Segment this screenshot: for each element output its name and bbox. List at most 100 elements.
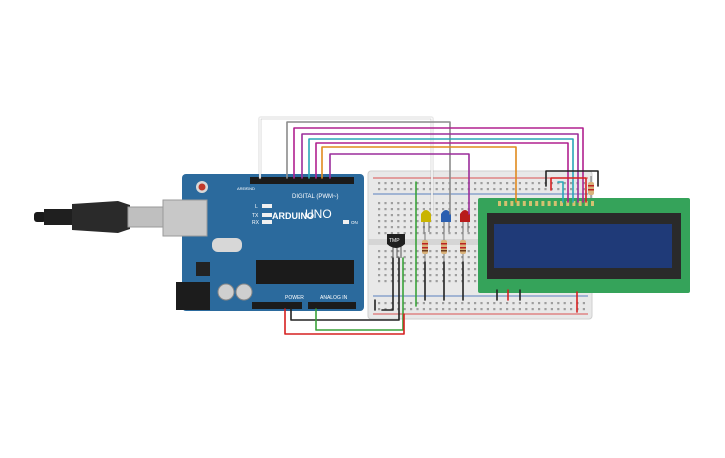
breadboard-hole [410, 188, 413, 191]
breadboard-hole [461, 182, 464, 185]
wires [259, 117, 599, 335]
breadboard-hole [397, 182, 400, 185]
breadboard-hole [442, 262, 445, 265]
breadboard-hole [454, 208, 457, 211]
breadboard-hole [422, 232, 425, 235]
breadboard-hole [384, 188, 387, 191]
breadboard-hole [435, 188, 438, 191]
breadboard-hole [422, 308, 425, 311]
breadboard-hole [403, 214, 406, 217]
sensor-label: TMP [389, 238, 400, 244]
breadboard-hole [467, 302, 470, 305]
breadboard-hole [474, 262, 477, 265]
breadboard-hole [557, 188, 560, 191]
breadboard-hole [403, 226, 406, 229]
lcd-pin [516, 201, 520, 206]
breadboard-hole [390, 308, 393, 311]
analog-label: ANALOG IN [320, 295, 348, 301]
breadboard-hole [416, 226, 419, 229]
wire-black-sensor [381, 257, 394, 311]
aref-label: AREF [237, 186, 248, 191]
usb-plug-metal [127, 206, 165, 228]
breadboard-hole [435, 214, 438, 217]
wire-magenta-2 [315, 142, 569, 203]
breadboard-hole [454, 262, 457, 265]
breadboard-hole [384, 308, 387, 311]
breadboard-hole [397, 220, 400, 223]
breadboard-hole [474, 188, 477, 191]
lcd-pin [578, 201, 582, 206]
model-label: UNO [305, 207, 332, 221]
breadboard-hole [538, 302, 541, 305]
breadboard-hole [461, 232, 464, 235]
breadboard-hole [461, 302, 464, 305]
breadboard-hole [429, 188, 432, 191]
temperature-sensor: TMP [387, 234, 405, 258]
breadboard-hole [506, 302, 509, 305]
breadboard-hole [474, 250, 477, 253]
breadboard-hole [378, 250, 381, 253]
power-jack [176, 282, 210, 310]
breadboard-hole [461, 202, 464, 205]
lcd-pin [566, 201, 570, 206]
breadboard-hole [461, 226, 464, 229]
breadboard-hole [390, 232, 393, 235]
breadboard-hole [416, 274, 419, 277]
breadboard-hole [582, 182, 585, 185]
usb-cable [34, 201, 165, 233]
breadboard-hole [493, 182, 496, 185]
wire-red-top [550, 177, 587, 203]
breadboard-hole [525, 302, 528, 305]
breadboard-hole [480, 302, 483, 305]
breadboard-hole [442, 232, 445, 235]
breadboard-hole [557, 308, 560, 311]
lcd-pin [572, 201, 576, 206]
breadboard-hole [397, 250, 400, 253]
lcd-pin [522, 201, 526, 206]
breadboard-hole [563, 188, 566, 191]
breadboard-hole [563, 302, 566, 305]
breadboard-hole [442, 280, 445, 283]
breadboard-hole [416, 214, 419, 217]
breadboard-hole [384, 182, 387, 185]
breadboard-hole [499, 188, 502, 191]
breadboard-hole [403, 182, 406, 185]
usb-port [162, 199, 208, 237]
breadboard-hole [416, 302, 419, 305]
breadboard-hole [397, 214, 400, 217]
breadboard-hole [429, 250, 432, 253]
breadboard-hole [384, 226, 387, 229]
wire-black-gnd [290, 257, 400, 321]
breadboard-hole [378, 268, 381, 271]
breadboard-hole [378, 188, 381, 191]
analog-header [308, 302, 356, 309]
breadboard-hole [435, 226, 438, 229]
breadboard-hole [390, 274, 393, 277]
breadboard-hole [403, 268, 406, 271]
breadboard-hole [397, 202, 400, 205]
breadboard-hole [531, 188, 534, 191]
breadboard-hole [390, 220, 393, 223]
breadboard-hole [448, 262, 451, 265]
breadboard-hole [397, 226, 400, 229]
breadboard-hole [454, 226, 457, 229]
breadboard-hole [422, 256, 425, 259]
breadboard-hole [448, 308, 451, 311]
breadboard-hole [499, 182, 502, 185]
breadboard-hole [512, 188, 515, 191]
breadboard-hole [416, 280, 419, 283]
breadboard-hole [403, 274, 406, 277]
breadboard-hole [448, 274, 451, 277]
breadboard-hole [384, 256, 387, 259]
on-label: ON [351, 220, 358, 225]
breadboard-hole [429, 274, 432, 277]
breadboard-hole [422, 268, 425, 271]
breadboard-hole [518, 182, 521, 185]
breadboard-hole [563, 308, 566, 311]
breadboard-hole [454, 256, 457, 259]
breadboard-hole [454, 274, 457, 277]
capacitor-2 [235, 283, 253, 301]
breadboard-hole [410, 250, 413, 253]
breadboard-hole [397, 256, 400, 259]
lcd-pin [560, 201, 563, 206]
